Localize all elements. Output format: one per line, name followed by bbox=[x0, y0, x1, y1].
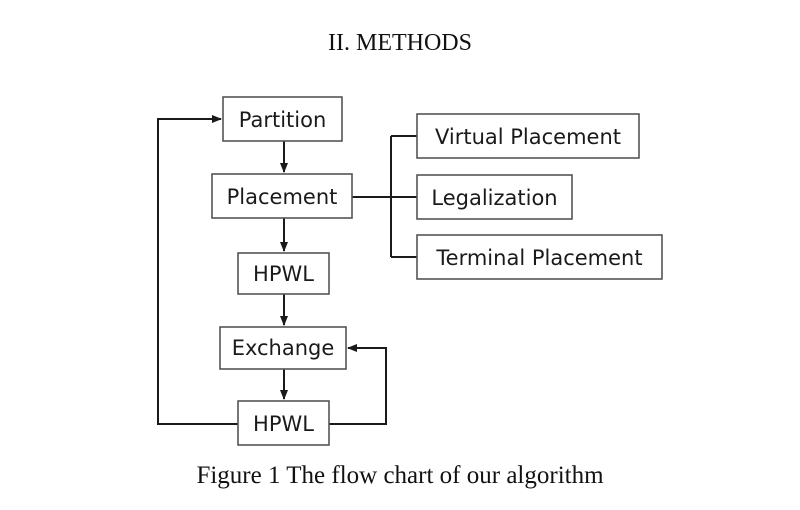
node-partition-label: Partition bbox=[239, 108, 327, 132]
edge-hpwl-loop-to-partition bbox=[157, 115, 238, 425]
flowchart-diagram: Partition Placement HPWL Exchange HPWL V… bbox=[157, 96, 663, 446]
node-hpwl-2-label: HPWL bbox=[253, 412, 314, 436]
node-exchange: Exchange bbox=[219, 326, 347, 370]
node-exchange-label: Exchange bbox=[232, 336, 335, 360]
node-terminal-placement-label: Terminal Placement bbox=[435, 246, 642, 270]
figure-caption: Figure 1 The flow chart of our algorithm bbox=[196, 462, 604, 489]
edge-hpwl-loop-to-exchange bbox=[329, 344, 387, 425]
node-legalization-label: Legalization bbox=[431, 186, 557, 210]
node-placement: Placement bbox=[211, 173, 353, 219]
node-terminal-placement: Terminal Placement bbox=[416, 234, 663, 280]
node-hpwl-1: HPWL bbox=[237, 252, 330, 295]
node-virtual-placement: Virtual Placement bbox=[416, 113, 640, 159]
node-virtual-placement-label: Virtual Placement bbox=[435, 125, 621, 149]
node-hpwl-2: HPWL bbox=[237, 400, 330, 446]
section-heading: II. METHODS bbox=[328, 30, 472, 56]
node-partition: Partition bbox=[222, 96, 343, 142]
node-legalization: Legalization bbox=[416, 174, 573, 220]
node-placement-label: Placement bbox=[227, 185, 338, 209]
node-hpwl-1-label: HPWL bbox=[253, 262, 314, 286]
